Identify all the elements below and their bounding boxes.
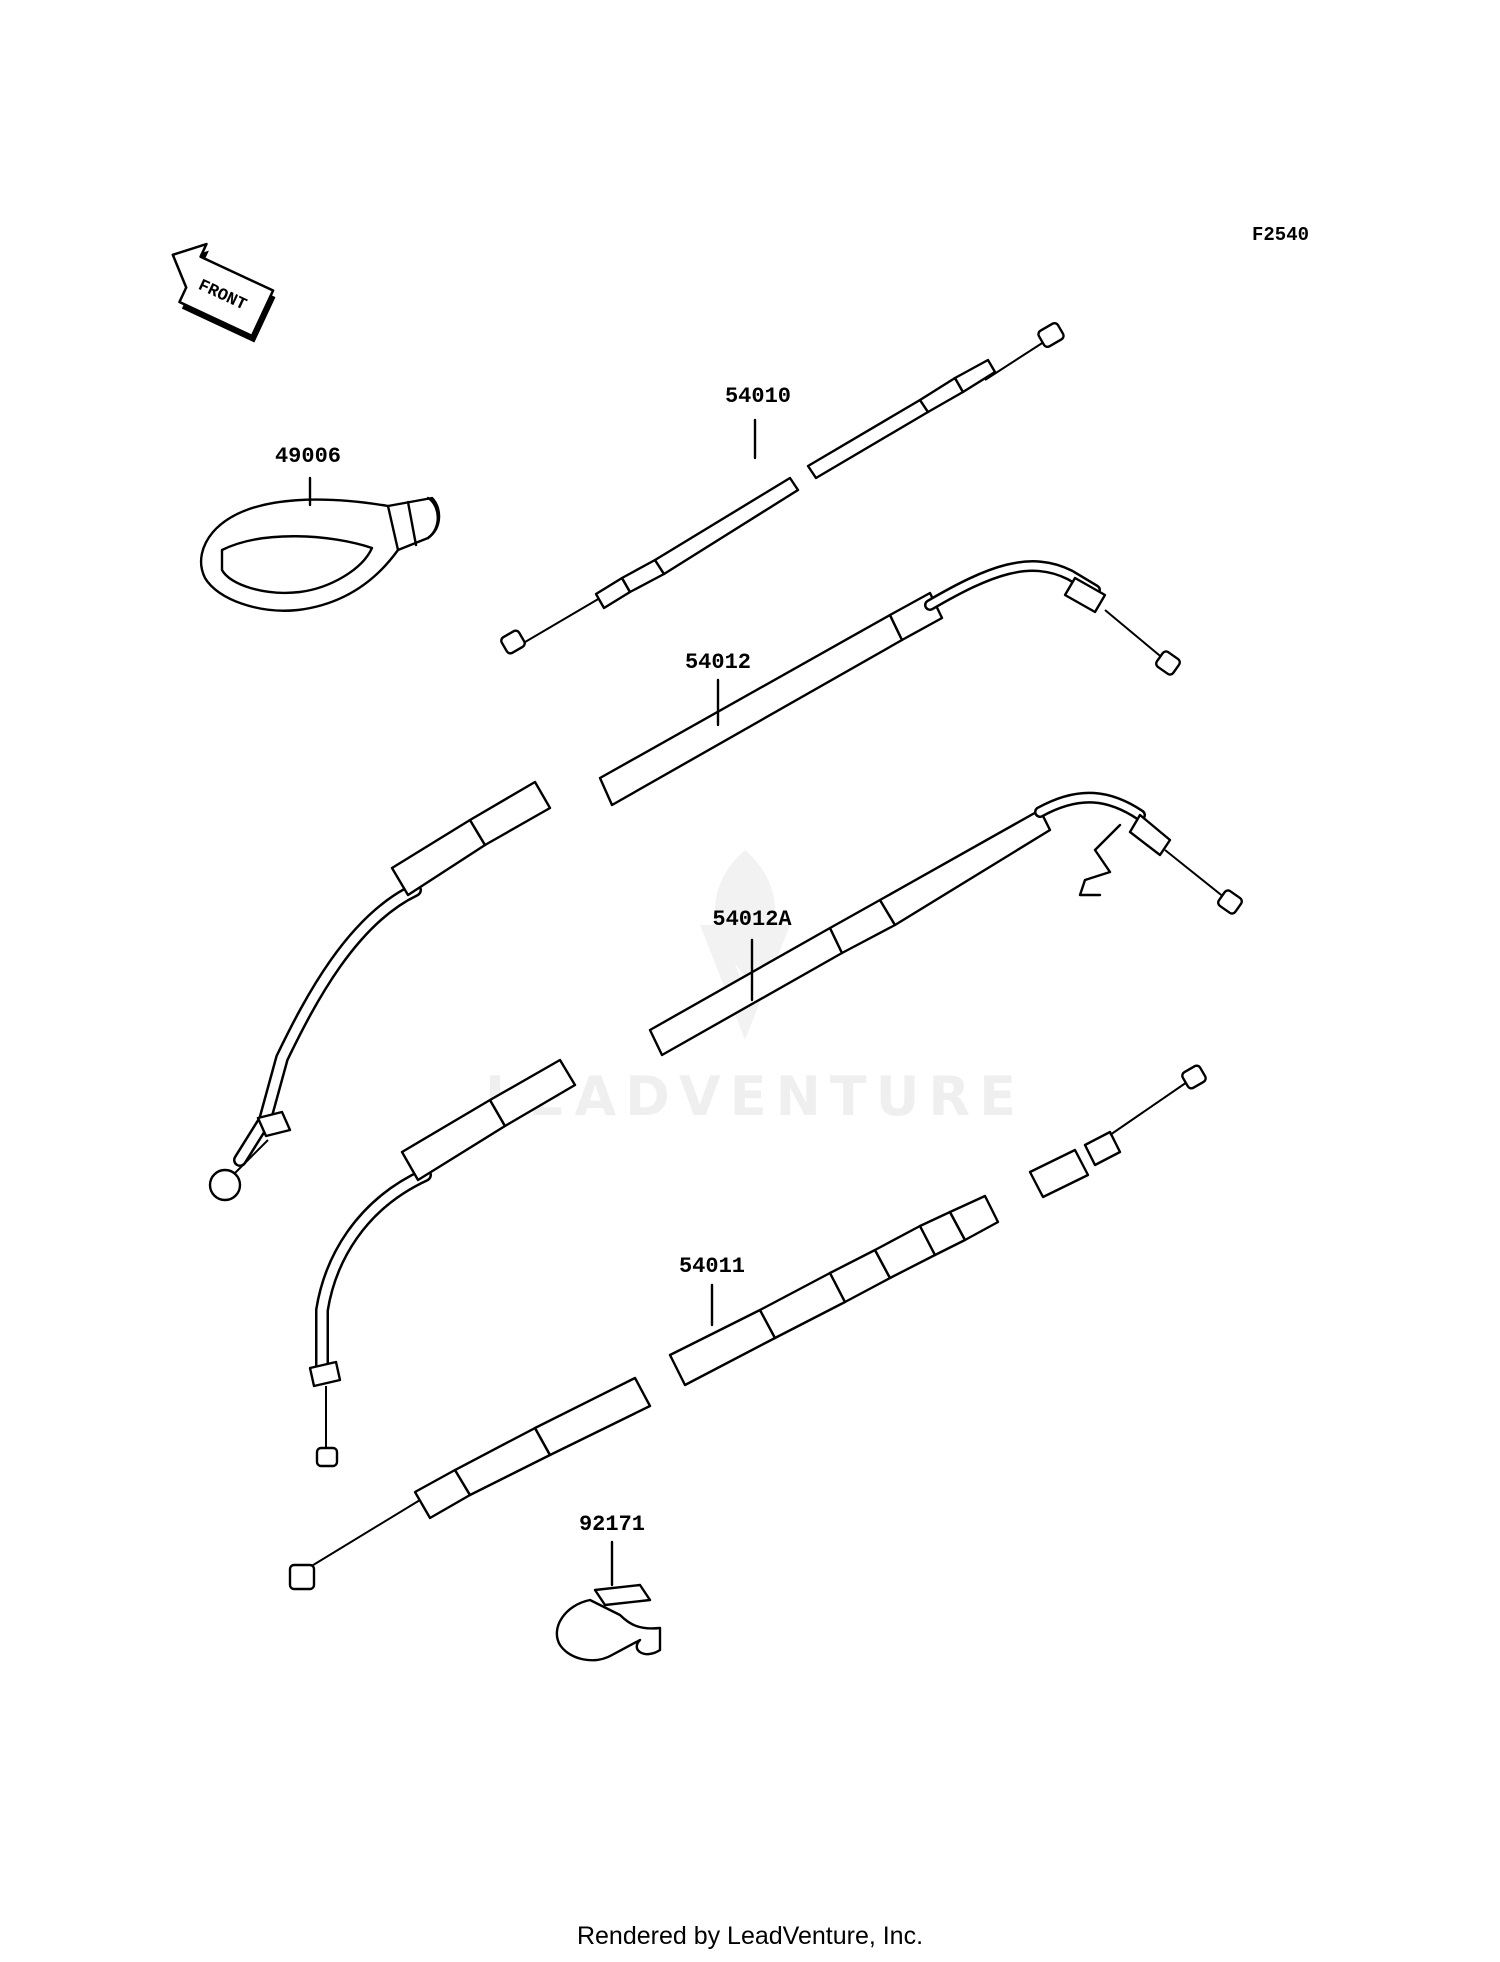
part-92171-clamp[interactable]: 92171 xyxy=(555,1512,662,1662)
watermark-text: LEADVENTURE xyxy=(485,1065,1025,1128)
callout-92171: 92171 xyxy=(579,1512,645,1537)
figure-code: F2540 xyxy=(1252,224,1309,246)
part-54012-cable[interactable]: 54012 xyxy=(208,560,1181,1202)
part-54011-cable[interactable]: 54011 xyxy=(288,1064,1207,1591)
callout-54011: 54011 xyxy=(679,1254,745,1279)
part-54012A-cable[interactable]: 54012A xyxy=(308,791,1243,1468)
watermark-logo xyxy=(700,850,790,1040)
watermark: LEADVENTURE xyxy=(485,850,1025,1128)
callout-54012A: 54012A xyxy=(712,907,792,932)
part-49006-cover[interactable]: 49006 xyxy=(199,444,441,612)
front-arrow-icon: FRONT xyxy=(171,242,276,343)
callout-49006: 49006 xyxy=(275,444,341,469)
part-54010-cable[interactable]: 54010 xyxy=(500,321,1065,655)
callout-54012: 54012 xyxy=(685,650,751,675)
callout-54010: 54010 xyxy=(725,384,791,409)
footer-credit: Rendered by LeadVenture, Inc. xyxy=(577,1922,923,1950)
